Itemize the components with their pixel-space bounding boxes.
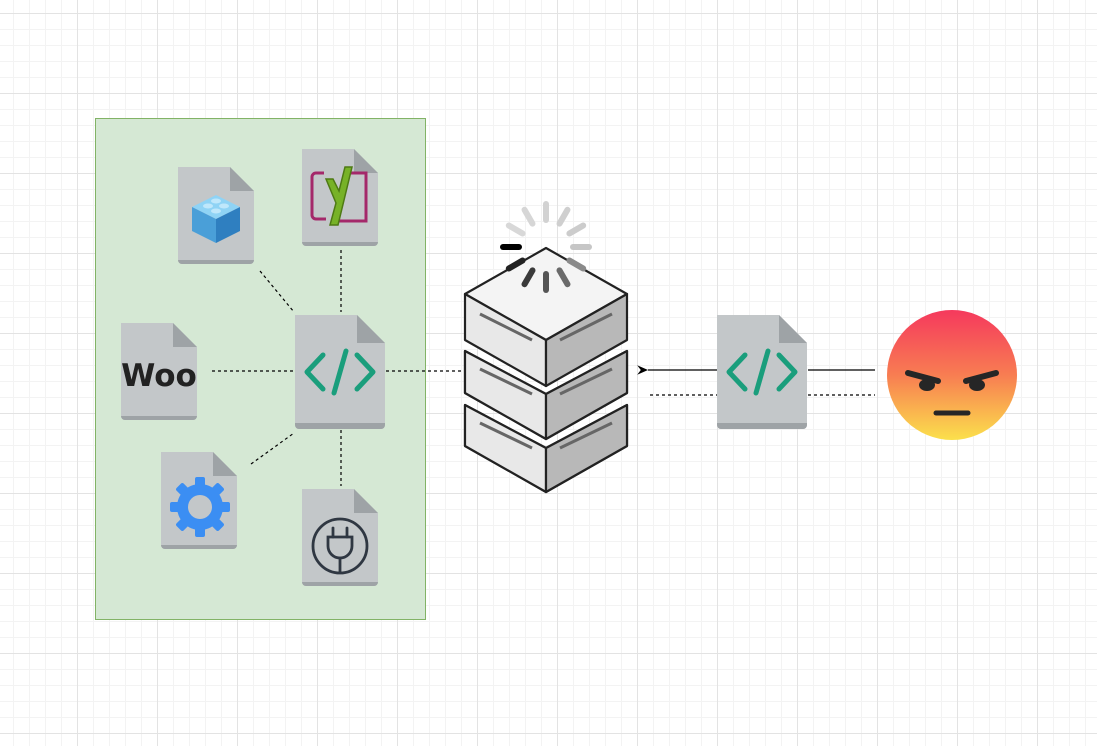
request-code-file[interactable] <box>717 315 807 429</box>
connector-settings-plugin <box>250 432 295 465</box>
block-plugin-file[interactable] <box>178 167 254 264</box>
woocommerce-logo-icon: Woo <box>121 358 197 394</box>
code-file-icon <box>726 348 798 396</box>
shop-plugin-file[interactable]: Woo <box>121 323 197 420</box>
code-file-icon <box>304 348 376 396</box>
request-arrows <box>637 365 875 396</box>
lego-block-icon <box>192 195 240 243</box>
angry-eyes <box>919 379 985 391</box>
gear-icon <box>170 477 230 537</box>
server-layer-middle <box>463 349 629 441</box>
seo-plugin-file[interactable] <box>302 149 378 246</box>
generic-plugin-file[interactable] <box>302 489 378 586</box>
server-layer-top <box>463 246 629 388</box>
power-plug-icon <box>311 517 369 575</box>
yoast-logo-icon <box>310 166 368 226</box>
server-stack-icon[interactable] <box>463 246 629 494</box>
angry-face-emoji-icon[interactable] <box>887 310 1017 440</box>
angry-eyebrows <box>905 370 999 384</box>
plugin-connectors <box>212 250 462 486</box>
settings-plugin-file[interactable] <box>161 452 237 549</box>
server-layer-bottom <box>463 403 629 494</box>
central-code-file[interactable] <box>295 315 385 429</box>
loading-spinner-icon <box>500 201 592 293</box>
connector-block-plugin <box>259 270 295 313</box>
